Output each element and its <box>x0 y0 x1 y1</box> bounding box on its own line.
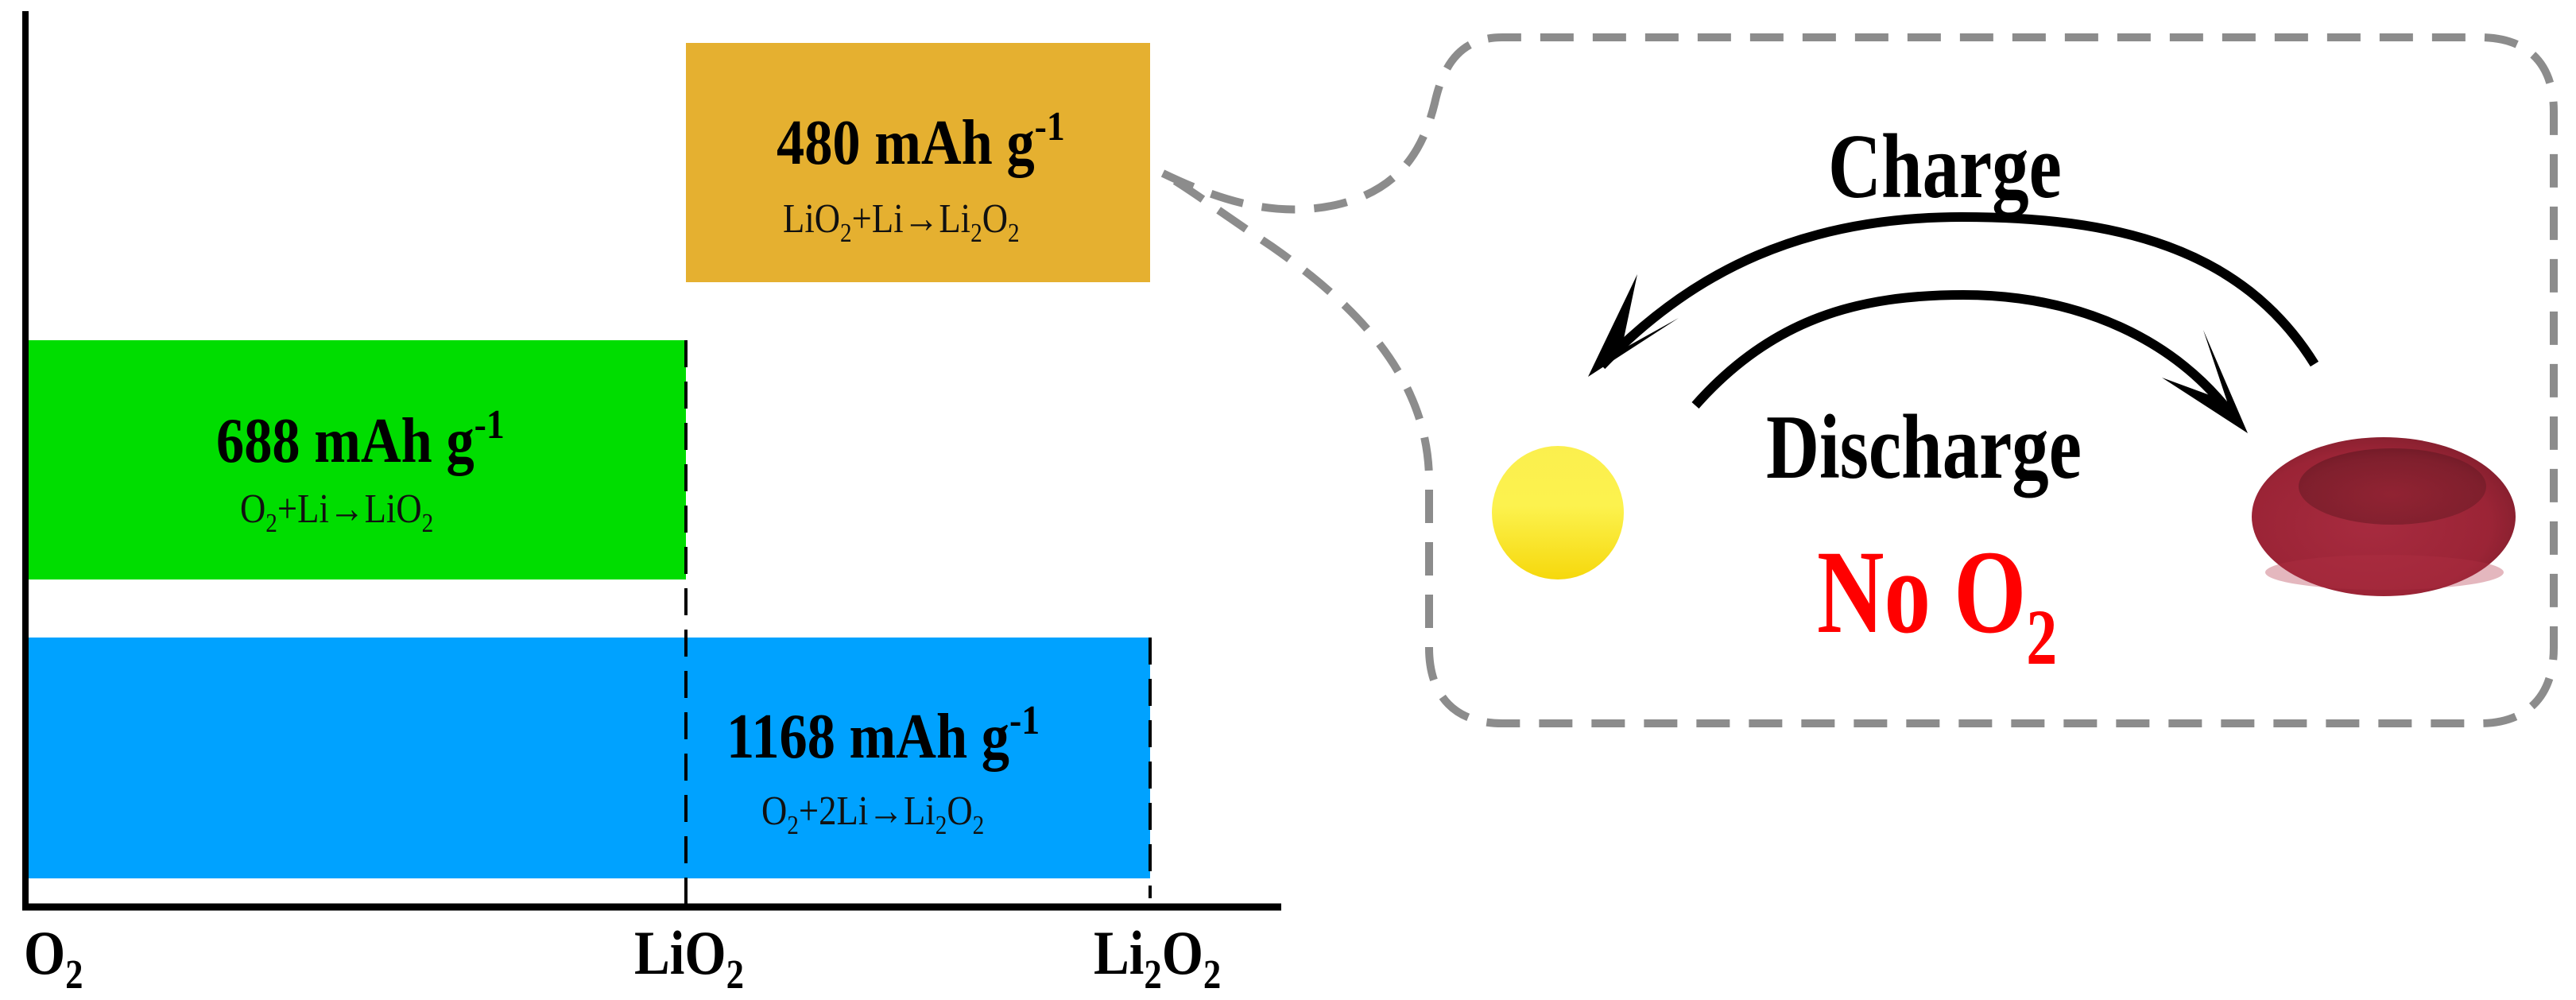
bar-lio2-to-li2o2-480 <box>686 43 1150 282</box>
capacity-unit: mAh g <box>849 702 1009 772</box>
formula-text: +Li→Li <box>851 196 971 242</box>
formula-text: LiO <box>634 918 726 987</box>
formula-subscript: 2 <box>265 509 277 538</box>
capacity-label-688: 688 mAh g-1 <box>216 405 505 476</box>
reaction-equation-lio2-li: LiO2+Li→Li2O2 <box>783 196 1020 247</box>
reaction-equation-o2-2li: O2+2Li→Li2O2 <box>761 789 984 839</box>
formula-subscript: 2 <box>421 509 434 538</box>
formula-subscript: 2 <box>65 952 83 998</box>
capacity-unit: mAh g <box>314 406 475 476</box>
formula-subscript: 2 <box>1203 952 1222 998</box>
no-o2-label: No O2 <box>1817 533 2057 677</box>
discharge-label: Discharge <box>1766 397 2082 498</box>
capacity-value: 480 <box>777 108 861 178</box>
x-tick-li2o2: Li2O2 <box>1094 922 1221 996</box>
capacity-value: 1168 <box>726 702 835 772</box>
reaction-equation-o2-li: O2+Li→LiO2 <box>240 486 433 537</box>
formula-subscript: 2 <box>970 219 982 248</box>
capacity-exponent: -1 <box>1009 698 1040 743</box>
x-tick-lio2: LiO2 <box>634 922 744 996</box>
capacity-label-480: 480 mAh g-1 <box>777 107 1065 178</box>
capacity-value: 688 <box>216 406 300 476</box>
discharge-arrowhead-icon <box>2162 330 2248 433</box>
formula-text: O <box>1161 918 1203 987</box>
formula-text: O <box>947 789 973 834</box>
callout-bubble <box>1160 33 2558 727</box>
charge-label: Charge <box>1828 116 2062 218</box>
yellow-sphere-icon <box>1492 446 1624 579</box>
x-tick-o2: O2 <box>24 922 83 996</box>
formula-text: O <box>240 486 266 532</box>
formula-subscript: 2 <box>840 219 852 248</box>
capacity-unit: mAh g <box>874 108 1035 178</box>
formula-text: LiO <box>783 196 841 242</box>
formula-text: Li <box>1094 918 1145 987</box>
charge-arrowhead-icon <box>1588 274 1679 377</box>
discharge-arrow <box>1691 289 2237 421</box>
formula-subscript: 2 <box>726 952 744 998</box>
capacity-exponent: -1 <box>474 402 505 448</box>
formula-text: O <box>982 196 1009 242</box>
no-o2-main: No O <box>1817 526 2027 658</box>
formula-subscript: 2 <box>935 811 947 840</box>
bar-li2o2-1168 <box>28 638 1150 878</box>
red-disc-icon <box>2252 437 2516 596</box>
formula-subscript: 2 <box>1008 219 1020 248</box>
formula-text: O <box>24 918 66 987</box>
capacity-label-1168: 1168 mAh g-1 <box>726 700 1040 772</box>
bar-lio2-688 <box>28 340 686 579</box>
formula-subscript: 2 <box>972 811 985 840</box>
formula-subscript: 2 <box>787 811 799 840</box>
no-o2-subscript: 2 <box>2026 593 2058 681</box>
formula-text: +2Li→Li <box>798 789 935 834</box>
capacity-exponent: -1 <box>1034 104 1065 149</box>
formula-text: +Li→LiO <box>277 486 422 532</box>
charge-arrow <box>1598 211 2319 370</box>
formula-text: O <box>761 789 788 834</box>
formula-subscript: 2 <box>1144 952 1162 998</box>
